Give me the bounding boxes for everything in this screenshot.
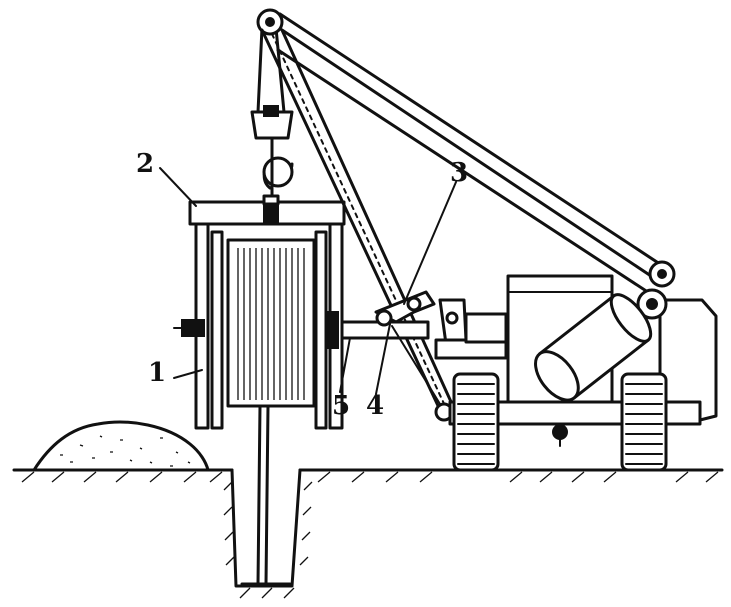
- boom: [256, 8, 668, 422]
- callout-3: 3: [450, 158, 468, 188]
- track-rear: [620, 372, 668, 472]
- ground: [12, 468, 724, 483]
- leader-lines: [159, 167, 457, 395]
- drum-stand: [173, 200, 346, 430]
- hook-block: [250, 26, 294, 223]
- callout-1: 1: [148, 358, 166, 388]
- cable: [256, 404, 270, 586]
- tractor: [434, 260, 718, 447]
- soil-heap: [32, 420, 210, 472]
- callout-2: 2: [136, 149, 154, 179]
- callout-5: 5: [332, 391, 350, 421]
- cable-drum: [226, 238, 316, 408]
- callout-4: 4: [366, 391, 384, 421]
- track-front: [452, 372, 500, 472]
